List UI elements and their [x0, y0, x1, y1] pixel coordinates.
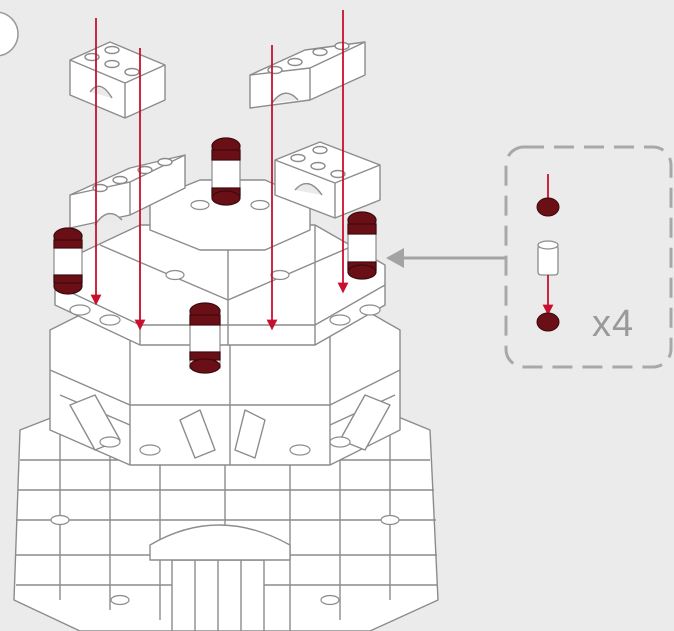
- callout-dark-red-plate-bottom: [537, 313, 559, 331]
- column-front-center: [190, 303, 220, 373]
- arch-brick-top-right: [250, 42, 365, 108]
- column-right: [348, 212, 376, 279]
- arch-brick-top-left: [70, 42, 165, 118]
- callout-dark-red-plate-top: [537, 198, 559, 216]
- step-number-bubble: [0, 12, 18, 56]
- quantity-label: x4: [592, 303, 634, 346]
- column-left: [54, 228, 82, 294]
- column-top-center: [212, 138, 240, 205]
